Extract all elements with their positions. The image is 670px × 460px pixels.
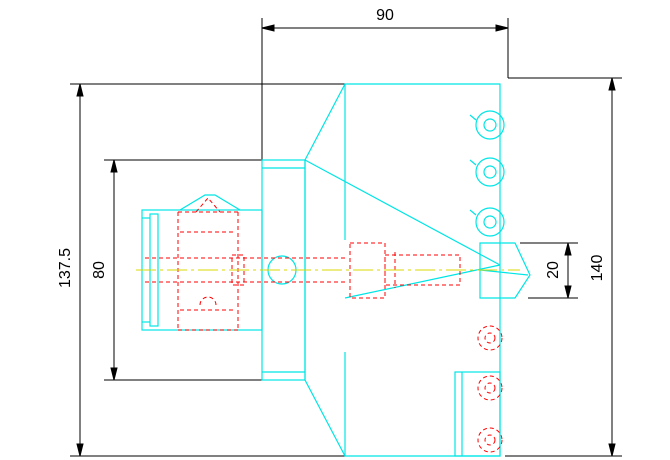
dimension-height-left: 137.5	[57, 248, 74, 288]
dimension-height-right: 140	[589, 255, 606, 282]
hidden-lines	[145, 197, 503, 453]
dimension-width-top: 90	[376, 7, 394, 24]
dimension-lines	[70, 18, 622, 457]
dimension-height-inner: 80	[91, 261, 108, 279]
dimension-tip-height: 20	[545, 261, 562, 279]
